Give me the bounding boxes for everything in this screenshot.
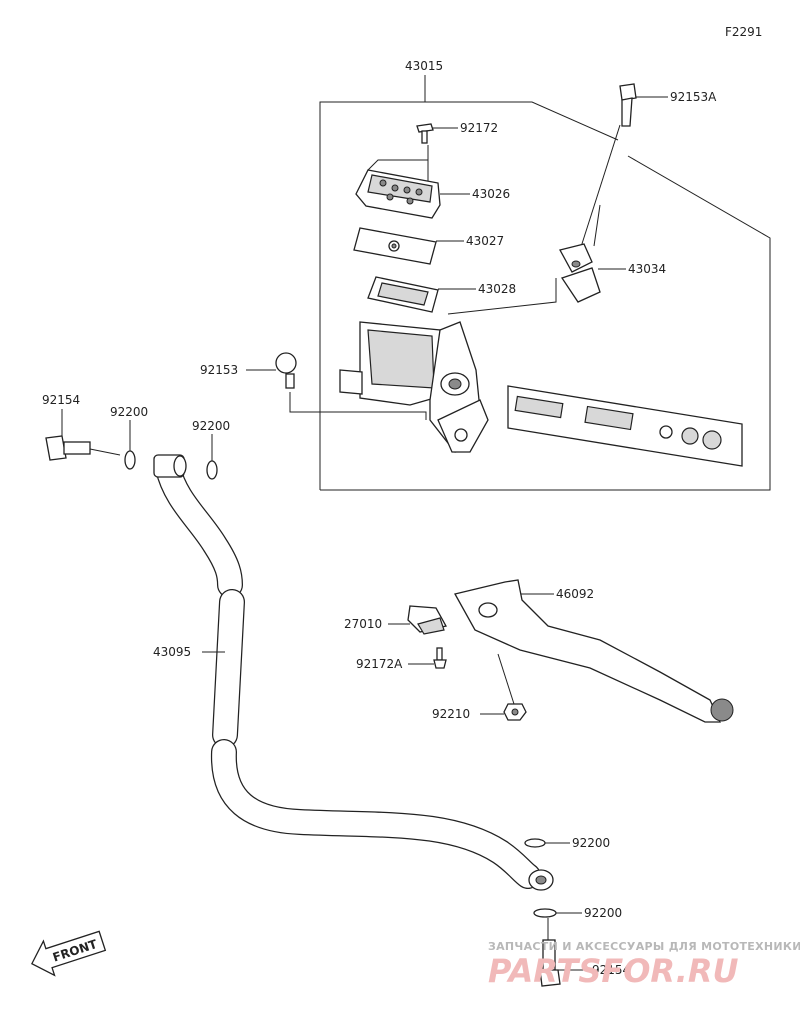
lever-nut-icon bbox=[503, 703, 527, 721]
label-holder: 43034 bbox=[628, 262, 666, 276]
switch-screw-icon bbox=[433, 647, 447, 669]
label-switch: 27010 bbox=[344, 617, 382, 631]
label-hose: 43095 bbox=[153, 645, 191, 659]
master-cylinder-icon bbox=[339, 321, 489, 453]
washer-bottom-1-icon bbox=[524, 838, 546, 848]
watermark-logo: PARTSFOR.RU bbox=[488, 952, 738, 990]
washer-bottom-2-icon bbox=[533, 908, 557, 918]
front-arrow-icon: FRONT bbox=[30, 930, 107, 977]
label-banjo-bolt-top: 92154 bbox=[42, 393, 80, 407]
banjo-bolt-top-icon bbox=[45, 435, 91, 461]
label-mounting-bolt: 92153 bbox=[200, 363, 238, 377]
label-reservoir-cap: 43026 bbox=[472, 187, 510, 201]
banjo-bolt-bottom-icon bbox=[539, 939, 561, 987]
cap-plate-icon bbox=[353, 227, 437, 265]
cap-screw-icon bbox=[416, 123, 434, 144]
label-assembly: 43015 bbox=[405, 59, 443, 73]
label-cap-screw: 92172 bbox=[460, 121, 498, 135]
label-switch-screw: 92172A bbox=[356, 657, 403, 671]
label-washer-top-right: 92200 bbox=[192, 419, 230, 433]
label-washer-top-left: 92200 bbox=[110, 405, 148, 419]
label-washer-bottom-1: 92200 bbox=[572, 836, 610, 850]
washer-top-right-icon bbox=[206, 460, 218, 480]
piston-kit-icon bbox=[507, 385, 743, 467]
figure-code: F2291 bbox=[725, 25, 762, 39]
clutch-lever-icon bbox=[454, 579, 734, 723]
holder-bolt-icon bbox=[619, 83, 637, 127]
reservoir-cap-icon bbox=[355, 169, 441, 219]
mounting-bolt-icon bbox=[275, 352, 297, 389]
washer-top-left-icon bbox=[124, 450, 136, 470]
label-lever-nut: 92210 bbox=[432, 707, 470, 721]
assembly-frame bbox=[319, 75, 771, 491]
watermark-tagline: ЗАПЧАСТИ И АКСЕССУАРЫ ДЛЯ МОТОТЕХНИКИ bbox=[488, 940, 800, 953]
lever-switch-icon bbox=[407, 605, 447, 635]
label-holder-bolt: 92153A bbox=[670, 90, 717, 104]
label-cap-plate: 43027 bbox=[466, 234, 504, 248]
label-washer-bottom-2: 92200 bbox=[584, 906, 622, 920]
brake-hose-icon bbox=[153, 454, 554, 891]
holder-clamp-icon bbox=[559, 243, 601, 303]
label-lever: 46092 bbox=[556, 587, 594, 601]
diaphragm-icon bbox=[367, 276, 439, 313]
label-banjo-bolt-bottom: 92154 bbox=[592, 963, 630, 977]
label-diaphragm: 43028 bbox=[478, 282, 516, 296]
